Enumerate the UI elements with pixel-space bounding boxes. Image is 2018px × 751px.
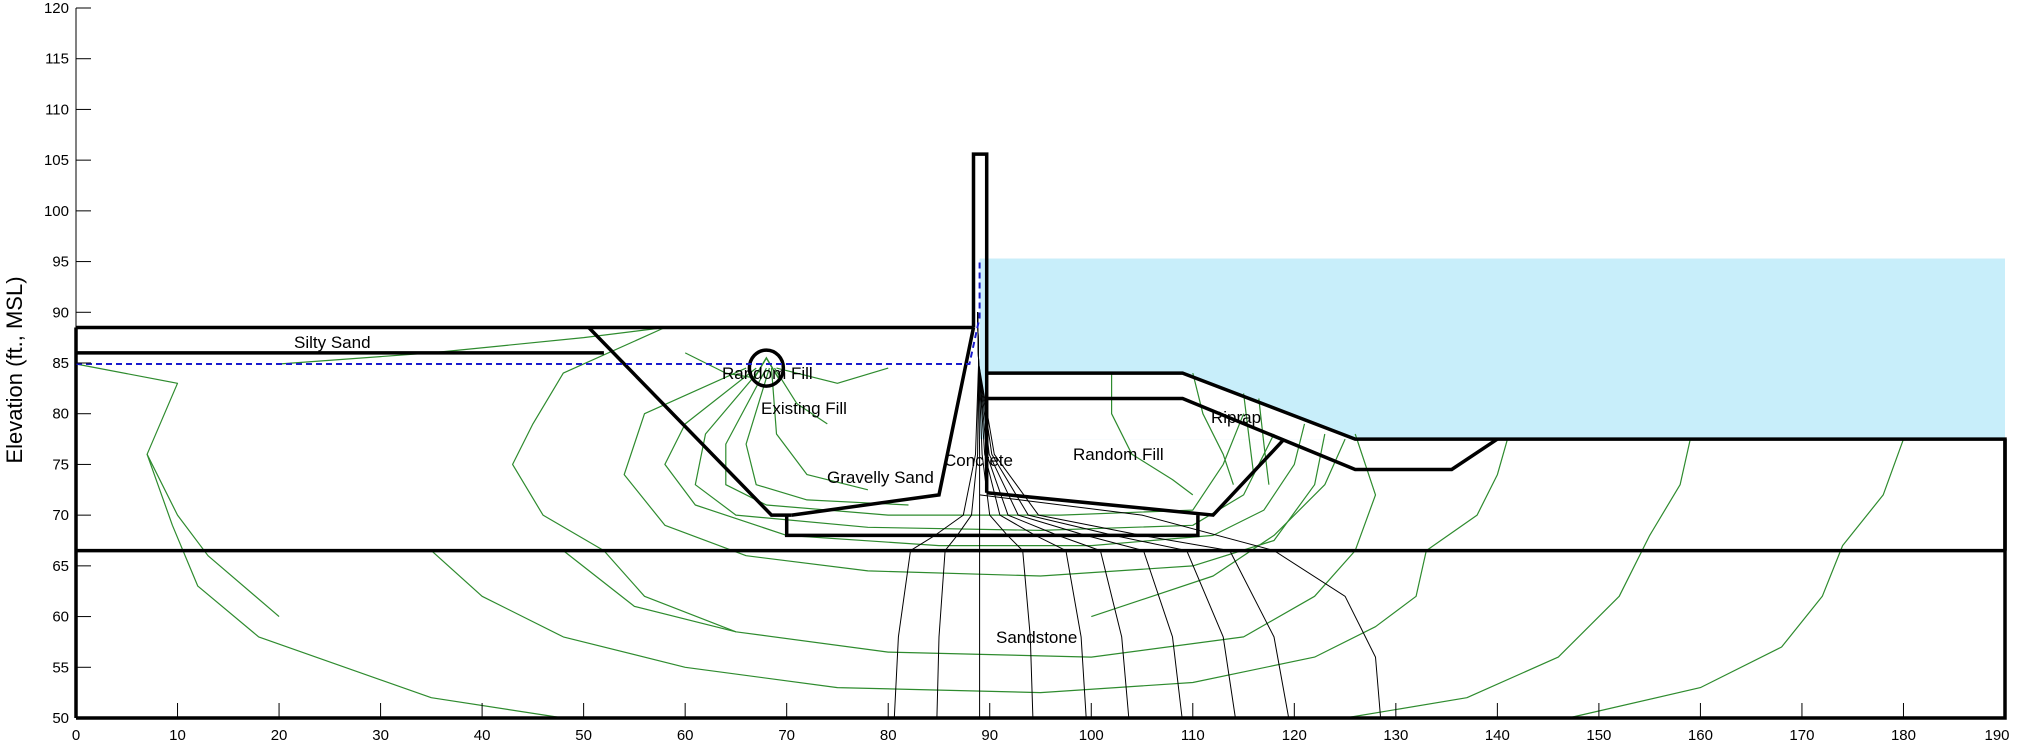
x-tick-label-80: 80 (880, 727, 897, 744)
y-tick-label-70: 70 (52, 507, 69, 524)
x-tick-label-180: 180 (1891, 727, 1916, 744)
sheet-pile (971, 152, 989, 493)
random-fill-base (986, 437, 1286, 517)
y-tick-label-65: 65 (52, 558, 69, 575)
label-random-fill-left: Random Fill (722, 364, 813, 383)
head-contour-23 (1425, 438, 1509, 552)
concrete-slab (784, 515, 1200, 538)
x-tick-label-100: 100 (1079, 727, 1104, 744)
y-tick-label-90: 90 (52, 304, 69, 321)
head-contour-10 (773, 367, 828, 425)
head-contour-9 (770, 368, 869, 491)
flow-line-9 (977, 312, 1290, 719)
x-tick-label-10: 10 (169, 727, 186, 744)
x-tick-label-40: 40 (474, 727, 491, 744)
y-axis-title: Elevation (ft., MSL) (2, 276, 27, 463)
x-tick-label-160: 160 (1688, 727, 1713, 744)
head-contour-20 (146, 454, 280, 618)
x-tick-label-130: 130 (1383, 727, 1408, 744)
x-tick-label-150: 150 (1586, 727, 1611, 744)
head-contour-17 (1091, 438, 1346, 618)
y-tick-label-55: 55 (52, 659, 69, 676)
head-contour-7 (725, 367, 1245, 516)
y-tick-label-100: 100 (44, 203, 69, 220)
point-marker (747, 348, 786, 388)
phreatic-line (76, 258, 981, 365)
y-tick-label-80: 80 (52, 406, 69, 423)
flow-lines (893, 312, 1382, 719)
head-contour-12 (684, 352, 757, 379)
x-tick-label-190: 190 (1984, 727, 2009, 744)
label-random-fill-right: Random Fill (1073, 445, 1164, 464)
head-contour-2 (279, 326, 665, 365)
y-tick-label-50: 50 (52, 710, 69, 727)
head-contour-18 (1345, 438, 1691, 719)
y-tick-label-105: 105 (44, 152, 69, 169)
phreatic-line-path (76, 258, 981, 365)
y-tick-label-95: 95 (52, 254, 69, 271)
label-existing-fill: Existing Fill (761, 399, 847, 418)
dam-fill-mask (986, 373, 1356, 440)
x-tick-label-170: 170 (1789, 727, 1814, 744)
x-tick-label-0: 0 (72, 727, 80, 744)
y-tick-label-85: 85 (52, 355, 69, 372)
head-contour-19 (1568, 438, 1905, 719)
bottom-boundary (76, 439, 2007, 720)
x-tick-label-20: 20 (271, 727, 288, 744)
reservoir-layer (979, 258, 2005, 440)
y-tick-label-110: 110 (45, 101, 69, 118)
marker-arrow (753, 356, 780, 379)
y-tick-label-115: 115 (45, 51, 69, 68)
head-contour-6 (694, 367, 1275, 531)
label-gravelly-sand: Gravelly Sand (827, 468, 934, 487)
x-tick-label-60: 60 (677, 727, 694, 744)
head-contour-1 (75, 363, 564, 719)
x-tick-label-140: 140 (1485, 727, 1510, 744)
x-tick-label-90: 90 (981, 727, 998, 744)
x-tick-label-120: 120 (1282, 727, 1307, 744)
label-concrete: Concrete (944, 451, 1013, 470)
axes: 50 55 60 65 70 75 80 85 90 95 100 105 110 115 120 0 10 20… (44, 0, 2010, 744)
head-contour-15 (1243, 393, 1255, 475)
head-contour-21 (430, 550, 1427, 694)
label-sandstone: Sandstone (996, 628, 1077, 647)
head-contour-22 (562, 550, 737, 633)
head-contour-5 (664, 367, 1306, 547)
label-silty-sand: Silty Sand (294, 333, 371, 352)
head-contour-11 (776, 367, 889, 384)
gravelly-sand-core (791, 327, 976, 517)
flow-line-outer (979, 494, 1382, 719)
head-contour-8 (745, 367, 909, 506)
x-tick-label-110: 110 (1181, 727, 1205, 744)
head-contour-16 (1258, 398, 1270, 485)
label-riprap: Riprap (1211, 408, 1261, 427)
y-tick-label-120: 120 (44, 0, 69, 17)
y-tick-label-75: 75 (52, 456, 69, 473)
x-tick-label-70: 70 (778, 727, 795, 744)
x-tick-label-50: 50 (575, 727, 592, 744)
riprap-bottom (986, 396, 1499, 472)
y-tick-label-60: 60 (52, 609, 69, 626)
head-contour-14 (1192, 372, 1234, 485)
total-head-contours (75, 326, 1905, 719)
x-tick-label-30: 30 (372, 727, 389, 744)
